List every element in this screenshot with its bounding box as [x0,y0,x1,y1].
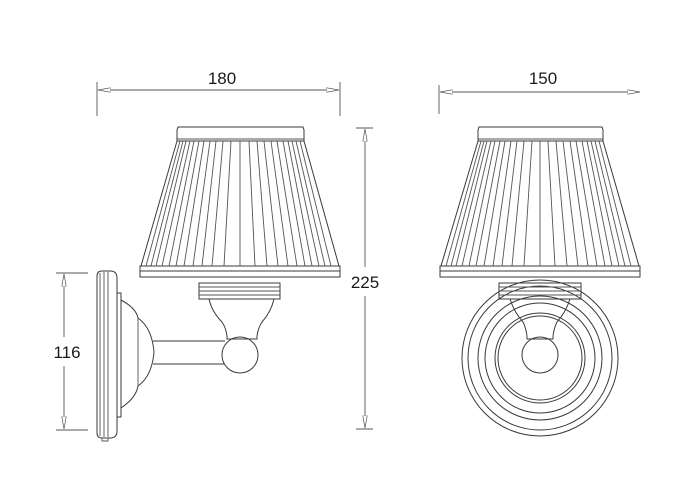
dimension-backplate-height: 116 [53,272,88,431]
dimension-side-width: 180 [96,69,341,116]
lamp-collar-front [498,282,582,340]
arm [153,340,225,365]
dimension-label-180: 180 [208,69,236,88]
pleated-shade-side [139,126,341,278]
side-view: 180 [53,69,341,442]
backplate-front [461,279,619,437]
dimension-label-150: 150 [529,69,557,88]
dimension-label-225: 225 [351,273,379,292]
pleated-shade-front [439,126,641,278]
dimension-label-116: 116 [53,343,80,362]
ball-joint-front [521,336,559,374]
dimension-overall-height: 225 [351,127,379,430]
ball-joint [221,336,259,374]
front-view: 150 [438,69,641,437]
lamp-collar-side [198,282,281,340]
backplate-side [96,270,155,442]
dimension-front-width: 150 [438,69,640,114]
